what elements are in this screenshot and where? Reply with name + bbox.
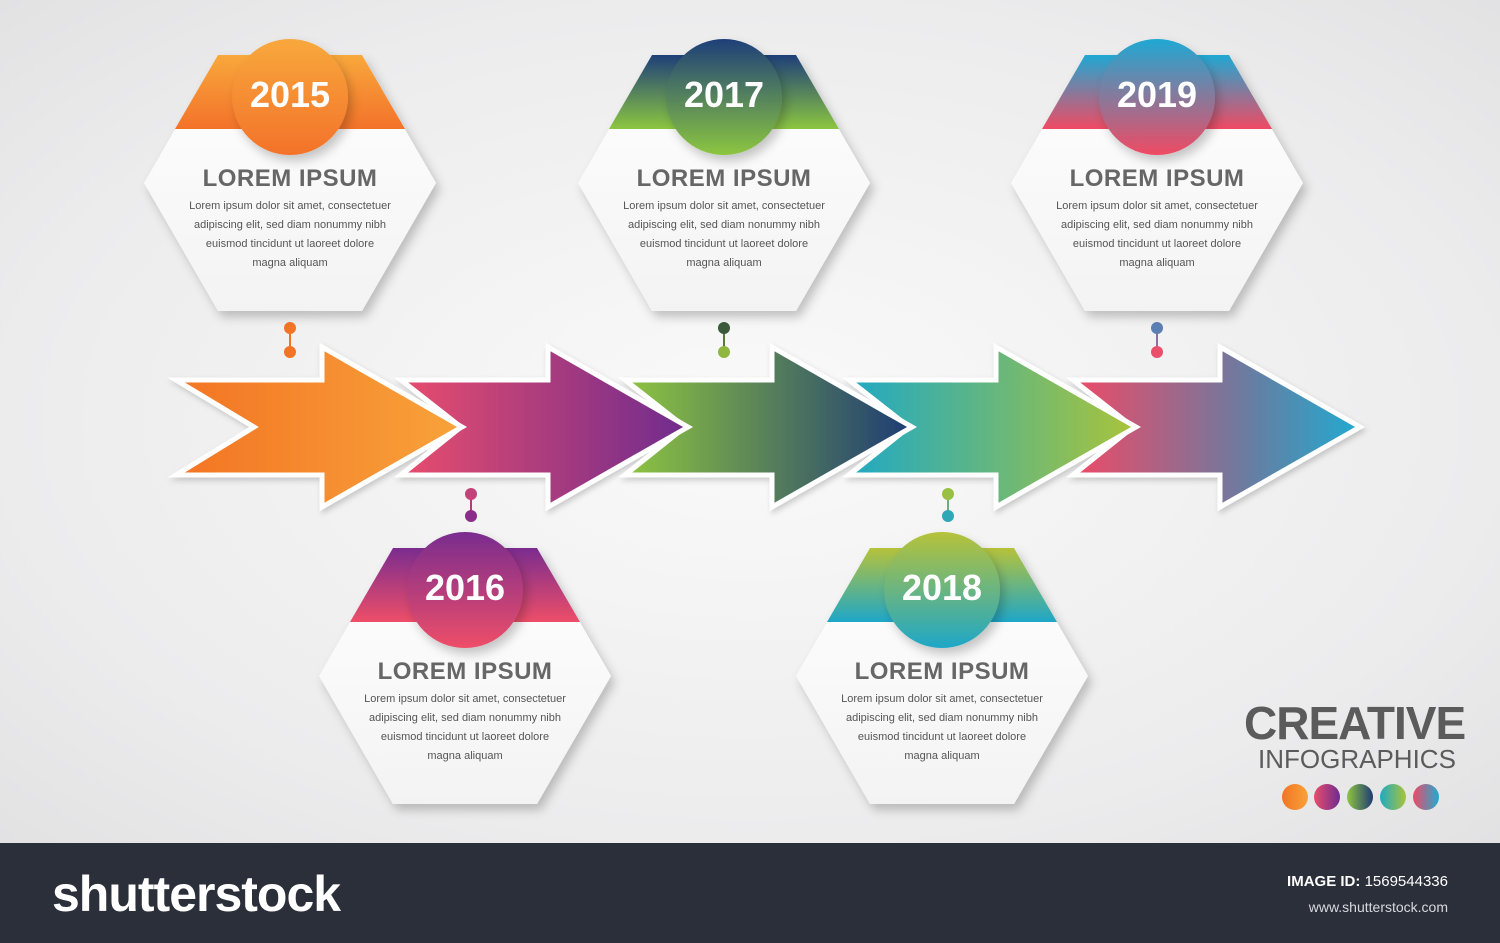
arrow-chain bbox=[167, 342, 1366, 512]
year-label: 2016 bbox=[424, 567, 506, 608]
connector-2018 bbox=[942, 488, 954, 522]
footer-bar: shutterstock IMAGE ID: 1569544336 www.sh… bbox=[0, 843, 1500, 943]
card-body-line: euismod tincidunt ut laoreet dolore bbox=[857, 731, 1027, 743]
hexagon-shape bbox=[319, 532, 611, 804]
card-body-line: magna aliquam bbox=[427, 750, 503, 762]
arrow-2016 bbox=[393, 342, 694, 512]
year-circle bbox=[407, 532, 523, 648]
card-body-line: euismod tincidunt ut laoreet dolore bbox=[205, 238, 375, 250]
card-body-line: adipiscing elit, sed diam nonummy nibh bbox=[1061, 219, 1253, 231]
card-title: LOREM IPSUM bbox=[1069, 165, 1245, 192]
card-body-line: adipiscing elit, sed diam nonummy nibh bbox=[194, 219, 386, 231]
logo-subtitle: INFOGRAPHICS bbox=[1258, 744, 1456, 774]
year-label: 2019 bbox=[1116, 74, 1198, 115]
image-id: IMAGE ID: 1569544336 bbox=[1287, 873, 1448, 890]
card-body-line: magna aliquam bbox=[904, 750, 980, 762]
card-body-line: adipiscing elit, sed diam nonummy nibh bbox=[369, 712, 561, 724]
palette-dot-magenta bbox=[1314, 784, 1340, 810]
connector-2019 bbox=[1151, 322, 1163, 358]
card-body-line: Lorem ipsum dolor sit amet, consectetuer bbox=[1056, 200, 1258, 212]
card-body: Lorem ipsum dolor sit amet, consectetuer… bbox=[614, 197, 834, 273]
year-label: 2018 bbox=[901, 567, 983, 608]
card-body-line: Lorem ipsum dolor sit amet, consectetuer bbox=[623, 200, 825, 212]
card-body: Lorem ipsum dolor sit amet, consectetuer… bbox=[180, 197, 400, 273]
card-body-line: Lorem ipsum dolor sit amet, consectetuer bbox=[841, 693, 1043, 705]
card-body-line: Lorem ipsum dolor sit amet, consectetuer bbox=[364, 693, 566, 705]
brand-logo: shutterstock bbox=[52, 866, 341, 922]
palette-dot-green bbox=[1347, 784, 1373, 810]
site-url[interactable]: www.shutterstock.com bbox=[1308, 899, 1448, 915]
creative-infographics-logo: CREATIVE INFOGRAPHICS bbox=[1244, 697, 1466, 774]
card-body-line: Lorem ipsum dolor sit amet, consectetuer bbox=[189, 200, 391, 212]
hexagon-shape bbox=[144, 39, 436, 311]
palette-dot-pink-blue bbox=[1413, 784, 1439, 810]
image-id-value: 1569544336 bbox=[1364, 873, 1448, 890]
connector-2015 bbox=[284, 322, 296, 358]
card-body-line: magna aliquam bbox=[1119, 257, 1195, 269]
card-body-line: adipiscing elit, sed diam nonummy nibh bbox=[628, 219, 820, 231]
card-body-line: magna aliquam bbox=[686, 257, 762, 269]
card-title: LOREM IPSUM bbox=[636, 165, 812, 192]
logo-title: CREATIVE bbox=[1244, 697, 1466, 749]
palette-dot-teal bbox=[1380, 784, 1406, 810]
card-body-line: euismod tincidunt ut laoreet dolore bbox=[1072, 238, 1242, 250]
year-label: 2015 bbox=[249, 74, 331, 115]
palette-dot-orange bbox=[1282, 784, 1308, 810]
timeline-diagram bbox=[167, 322, 1366, 522]
card-body: Lorem ipsum dolor sit amet, consectetuer… bbox=[355, 690, 575, 766]
hexagon-shape bbox=[796, 532, 1088, 804]
arrow-2015 bbox=[167, 342, 468, 512]
hexagon-shape bbox=[578, 39, 870, 311]
image-id-label: IMAGE ID: bbox=[1287, 873, 1361, 890]
connector-2017 bbox=[718, 322, 730, 358]
year-label: 2017 bbox=[683, 74, 765, 115]
year-circle bbox=[232, 39, 348, 155]
hexagon-shape bbox=[1011, 39, 1303, 311]
card-body-line: euismod tincidunt ut laoreet dolore bbox=[380, 731, 550, 743]
card-title: LOREM IPSUM bbox=[202, 165, 378, 192]
year-circle bbox=[1099, 39, 1215, 155]
year-circle bbox=[884, 532, 1000, 648]
card-body-line: adipiscing elit, sed diam nonummy nibh bbox=[846, 712, 1038, 724]
connector-2016 bbox=[465, 488, 477, 522]
card-body: Lorem ipsum dolor sit amet, consectetuer… bbox=[832, 690, 1052, 766]
card-title: LOREM IPSUM bbox=[854, 658, 1030, 685]
card-body-line: magna aliquam bbox=[252, 257, 328, 269]
card-title: LOREM IPSUM bbox=[377, 658, 553, 685]
card-body: Lorem ipsum dolor sit amet, consectetuer… bbox=[1047, 197, 1267, 273]
card-body-line: euismod tincidunt ut laoreet dolore bbox=[639, 238, 809, 250]
year-circle bbox=[666, 39, 782, 155]
